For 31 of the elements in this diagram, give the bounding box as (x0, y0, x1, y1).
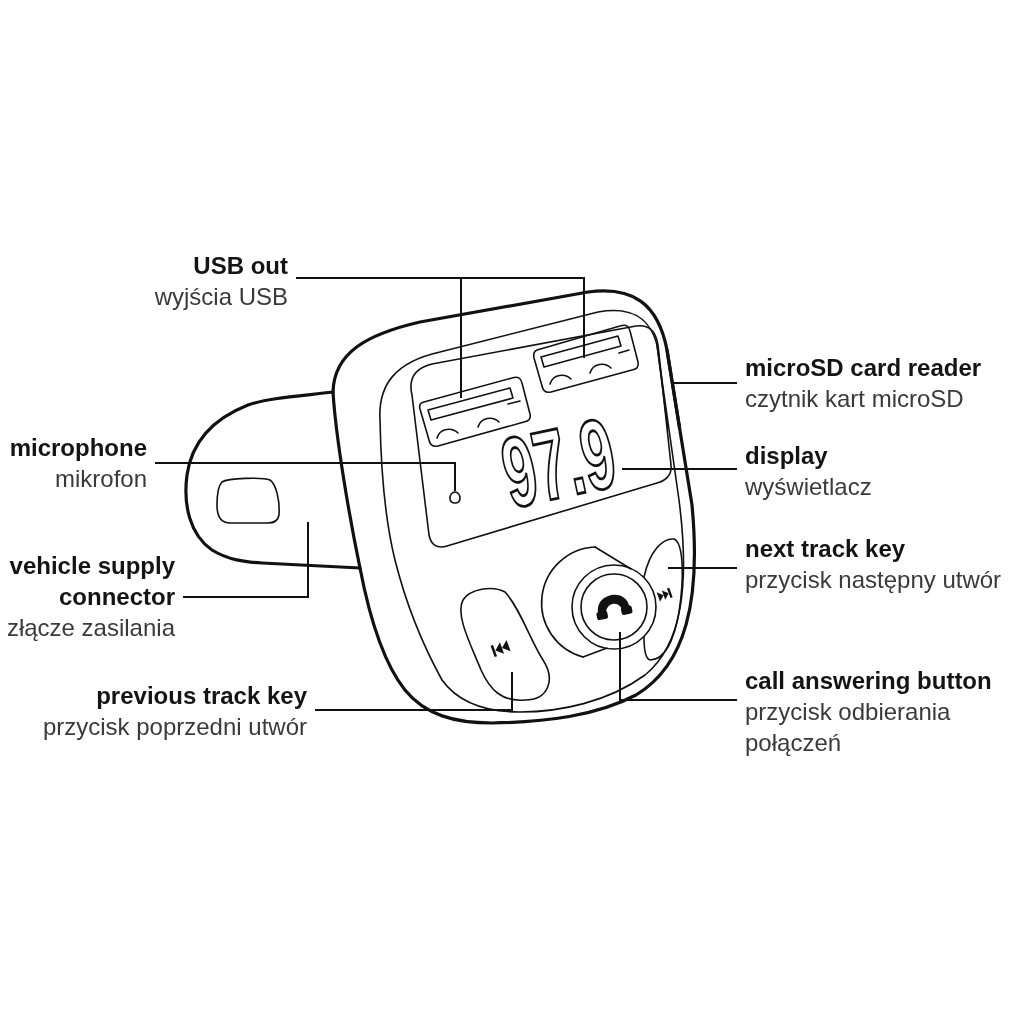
device-side-edge (654, 342, 683, 431)
callout-heading: microSD card reader (745, 353, 982, 383)
leader-line (671, 382, 738, 384)
callout-translation: złącze zasilania (5, 613, 175, 643)
callout-translation: przycisk następny utwór (745, 565, 1002, 595)
callout-translation: przycisk odbierania połączeń (745, 697, 952, 758)
callout-translation: mikrofon (53, 464, 147, 494)
callout-heading: USB out (192, 251, 288, 281)
leader-line (314, 671, 513, 711)
leader-line (154, 462, 456, 492)
call-button (579, 572, 649, 642)
leader-line (182, 521, 309, 598)
leader-line (619, 631, 738, 701)
leader-line (295, 277, 585, 359)
callout-heading: previous track key (95, 681, 307, 711)
callout-translation: przycisk poprzedni utwór (42, 712, 307, 742)
leader-line (621, 468, 738, 470)
callout-translation: wyświetlacz (745, 472, 872, 502)
callout-heading: next track key (745, 534, 907, 564)
display-reading: 97.9 (496, 415, 622, 513)
callout-translation: czytnik kart microSD (745, 384, 965, 414)
plug-tab (184, 389, 362, 571)
leader-line (667, 567, 738, 569)
callout-heading: vehicle supply connector (8, 551, 175, 612)
usb-port (531, 322, 641, 395)
callout-translation: wyjścia USB (154, 282, 288, 312)
microphone-hole (448, 490, 462, 505)
callout-heading: microphone (9, 433, 147, 463)
callout-heading: display (745, 441, 829, 471)
callout-heading: call answering button (745, 666, 992, 696)
next-track-key (641, 536, 686, 663)
